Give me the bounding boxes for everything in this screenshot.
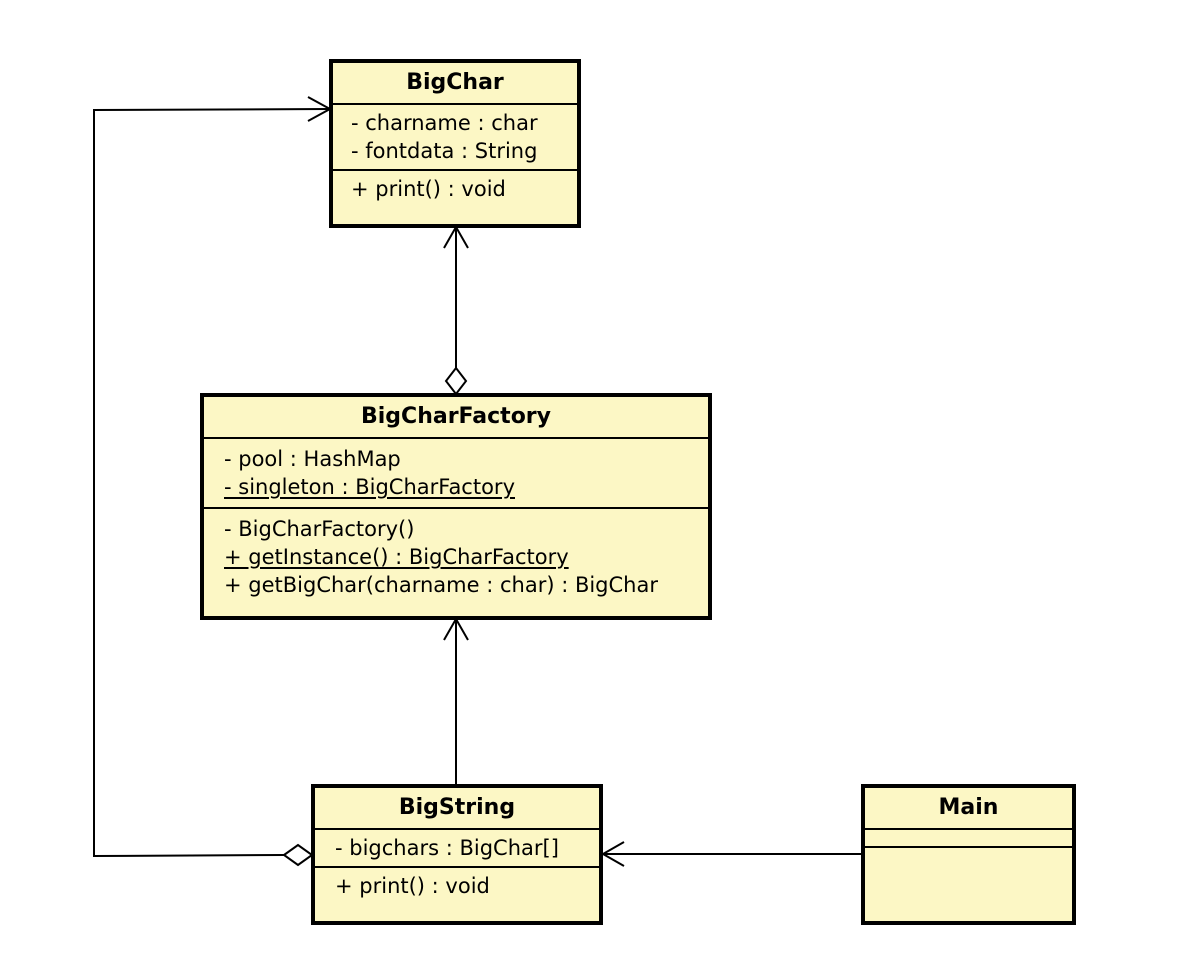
attribute: - bigchars : BigChar[] [335,836,559,860]
attributes-compartment [865,830,1072,848]
operations-compartment: - BigCharFactory() + getInstance() : Big… [204,509,708,603]
edge-bigstring-to-bigchar[interactable] [93,108,331,858]
operation: - BigCharFactory() [224,517,415,541]
attribute: - charname : char [351,111,538,135]
attribute: - pool : HashMap [224,447,401,471]
class-name: BigChar [333,63,577,105]
static-operation: + getInstance() : BigCharFactory [224,545,569,569]
operations-compartment: + print() : void [315,868,599,904]
aggregation-diamond-factory [444,366,468,396]
static-attribute: - singleton : BigCharFactory [224,475,515,499]
class-main[interactable]: Main [861,784,1076,925]
aggregation-diamond-bigstring [282,843,314,867]
class-bigcharfactory[interactable]: BigCharFactory - pool : HashMap - single… [200,393,712,620]
operation: + print() : void [351,177,506,201]
operation: + getBigChar(charname : char) : BigChar [224,573,658,597]
operations-compartment: + print() : void [333,171,577,207]
attribute: - fontdata : String [351,139,538,163]
attributes-compartment: - bigchars : BigChar[] [315,830,599,868]
attributes-compartment: - charname : char - fontdata : String [333,105,577,171]
attributes-compartment: - pool : HashMap - singleton : BigCharFa… [204,439,708,509]
arrowhead-bigstring-right [600,841,625,867]
class-name: Main [865,788,1072,830]
class-bigchar[interactable]: BigChar - charname : char - fontdata : S… [329,59,581,228]
class-name: BigString [315,788,599,830]
operation: + print() : void [335,874,490,898]
class-name: BigCharFactory [204,397,708,439]
class-bigstring[interactable]: BigString - bigchars : BigChar[] + print… [311,784,603,925]
